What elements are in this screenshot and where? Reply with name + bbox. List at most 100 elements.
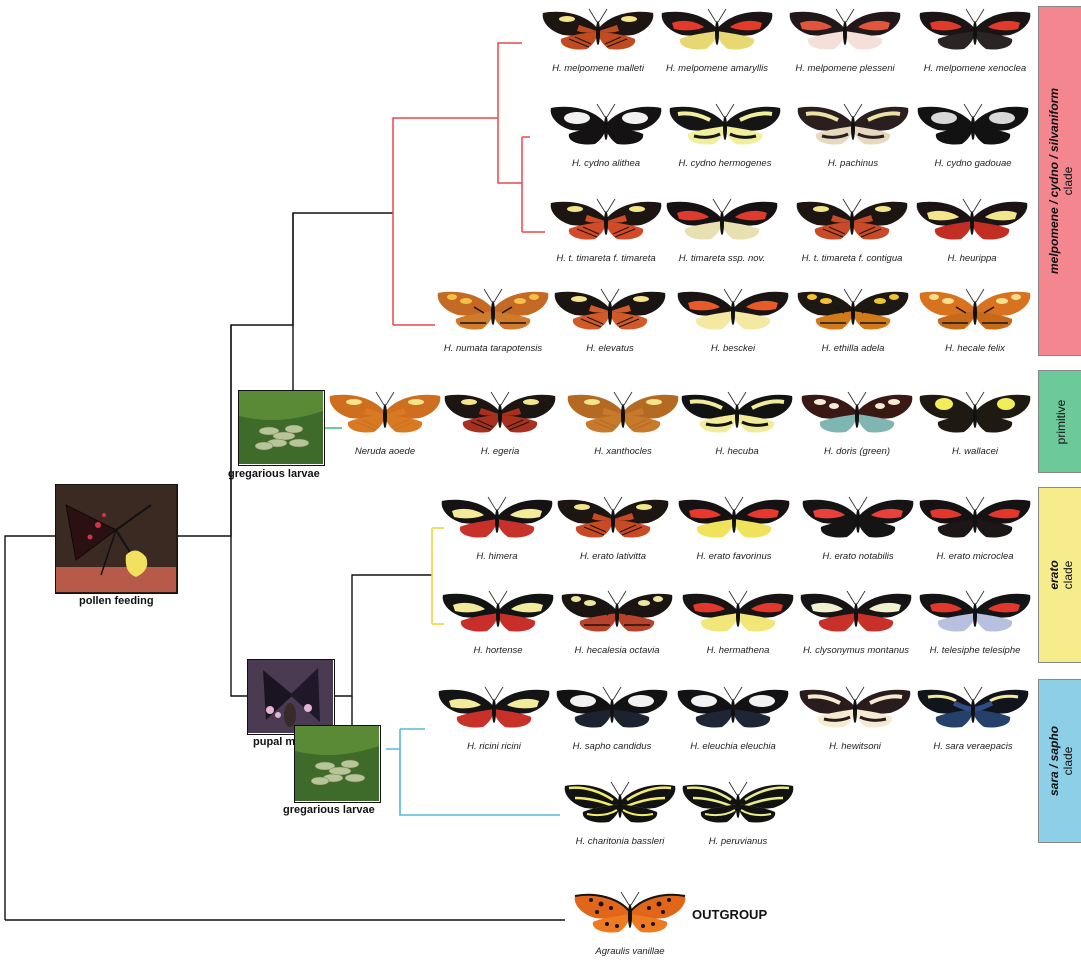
clade-name: melpomene / cydno / silvaniform bbox=[1047, 88, 1061, 274]
butterfly-image bbox=[914, 685, 1032, 731]
butterfly-specimen bbox=[326, 390, 444, 436]
butterfly-image bbox=[539, 7, 657, 53]
butterfly-image bbox=[799, 495, 917, 541]
butterfly-specimen bbox=[796, 685, 914, 731]
butterfly-specimen bbox=[913, 197, 1031, 243]
butterfly-image bbox=[666, 102, 784, 148]
butterfly-image bbox=[675, 495, 793, 541]
butterfly-image bbox=[553, 685, 671, 731]
butterfly-image bbox=[796, 685, 914, 731]
butterfly-specimen bbox=[786, 7, 904, 53]
butterfly-image bbox=[679, 780, 797, 826]
butterfly-specimen bbox=[916, 7, 1034, 53]
butterfly-specimen bbox=[797, 589, 915, 635]
butterfly-image bbox=[547, 102, 665, 148]
butterfly-specimen bbox=[916, 287, 1034, 333]
butterfly-image bbox=[798, 390, 916, 436]
butterfly-image bbox=[916, 7, 1034, 53]
butterfly-image bbox=[435, 685, 553, 731]
butterfly-specimen bbox=[798, 390, 916, 436]
butterfly-image bbox=[326, 390, 444, 436]
butterfly-image bbox=[678, 390, 796, 436]
species-label: Agraulis vanillae bbox=[550, 946, 710, 957]
butterfly-image bbox=[786, 7, 904, 53]
outgroup-label: OUTGROUP bbox=[692, 907, 767, 922]
butterfly-specimen bbox=[793, 197, 911, 243]
butterfly-specimen bbox=[658, 7, 776, 53]
butterfly-image bbox=[914, 102, 1032, 148]
butterfly-image bbox=[663, 197, 781, 243]
butterfly-specimen bbox=[434, 287, 552, 333]
butterfly-specimen bbox=[561, 780, 679, 826]
butterfly-specimen bbox=[547, 197, 665, 243]
butterfly-specimen bbox=[799, 495, 917, 541]
clade-suffix: clade bbox=[1061, 560, 1075, 589]
butterfly-specimen bbox=[678, 390, 796, 436]
butterfly-specimen bbox=[553, 685, 671, 731]
butterfly-specimen bbox=[916, 589, 1034, 635]
larvae-label-lower: gregarious larvae bbox=[283, 804, 375, 816]
butterfly-image bbox=[438, 495, 556, 541]
butterfly-image bbox=[564, 390, 682, 436]
butterfly-specimen bbox=[439, 589, 557, 635]
butterfly-specimen bbox=[675, 495, 793, 541]
pollen-feeding-label: pollen feeding bbox=[79, 595, 154, 607]
butterfly-image bbox=[551, 287, 669, 333]
species-label: H. hecale felix bbox=[895, 343, 1055, 354]
butterfly-specimen bbox=[558, 589, 676, 635]
butterfly-image bbox=[571, 890, 689, 936]
butterfly-specimen bbox=[674, 287, 792, 333]
species-label: H. erato microclea bbox=[895, 551, 1055, 562]
butterfly-specimen bbox=[916, 390, 1034, 436]
butterfly-image bbox=[797, 589, 915, 635]
butterfly-image bbox=[794, 287, 912, 333]
butterfly-image bbox=[794, 102, 912, 148]
larvae-photo-lower bbox=[294, 725, 381, 803]
clade-name: sara / sapho bbox=[1047, 726, 1061, 796]
melpomene-branches bbox=[393, 43, 545, 325]
butterfly-image bbox=[674, 685, 792, 731]
butterfly-specimen bbox=[564, 390, 682, 436]
butterfly-specimen bbox=[663, 197, 781, 243]
butterfly-image bbox=[547, 197, 665, 243]
butterfly-specimen bbox=[679, 589, 797, 635]
butterfly-specimen bbox=[435, 685, 553, 731]
species-label: H. melpomene xenoclea bbox=[895, 63, 1055, 74]
pollen-feeding-photo bbox=[55, 484, 178, 594]
species-label: H. wallacei bbox=[895, 446, 1055, 457]
clade-box-primitive: primitive bbox=[1038, 370, 1081, 473]
butterfly-specimen bbox=[551, 287, 669, 333]
butterfly-specimen bbox=[547, 102, 665, 148]
species-label: H. cydno gadouae bbox=[893, 158, 1053, 169]
butterfly-image bbox=[679, 589, 797, 635]
species-label: H. peruvianus bbox=[658, 836, 818, 847]
larvae-label-upper: gregarious larvae bbox=[228, 468, 320, 480]
species-label: H. sara veraepacis bbox=[893, 741, 1053, 752]
butterfly-image bbox=[793, 197, 911, 243]
butterfly-image bbox=[441, 390, 559, 436]
clade-name: erato bbox=[1047, 560, 1061, 589]
clade-box-sara: sara / saphoclade bbox=[1038, 679, 1081, 843]
species-label: H. heurippa bbox=[892, 253, 1052, 264]
butterfly-specimen bbox=[571, 890, 689, 936]
butterfly-specimen bbox=[679, 780, 797, 826]
clade-box-melpomene: melpomene / cydno / silvaniformclade bbox=[1038, 6, 1081, 356]
butterfly-specimen bbox=[914, 102, 1032, 148]
butterfly-specimen bbox=[666, 102, 784, 148]
clade-suffix: clade bbox=[1061, 726, 1075, 796]
butterfly-image bbox=[916, 495, 1034, 541]
butterfly-specimen bbox=[438, 495, 556, 541]
butterfly-specimen bbox=[539, 7, 657, 53]
butterfly-specimen bbox=[554, 495, 672, 541]
clade-suffix: clade bbox=[1061, 88, 1075, 274]
species-label: H. telesiphe telesiphe bbox=[895, 645, 1055, 656]
butterfly-image bbox=[913, 197, 1031, 243]
butterfly-image bbox=[916, 390, 1034, 436]
butterfly-image bbox=[558, 589, 676, 635]
clade-suffix: primitive bbox=[1054, 399, 1068, 444]
butterfly-image bbox=[916, 287, 1034, 333]
butterfly-specimen bbox=[916, 495, 1034, 541]
butterfly-specimen bbox=[794, 287, 912, 333]
butterfly-specimen bbox=[441, 390, 559, 436]
clade-box-erato: eratoclade bbox=[1038, 487, 1081, 663]
